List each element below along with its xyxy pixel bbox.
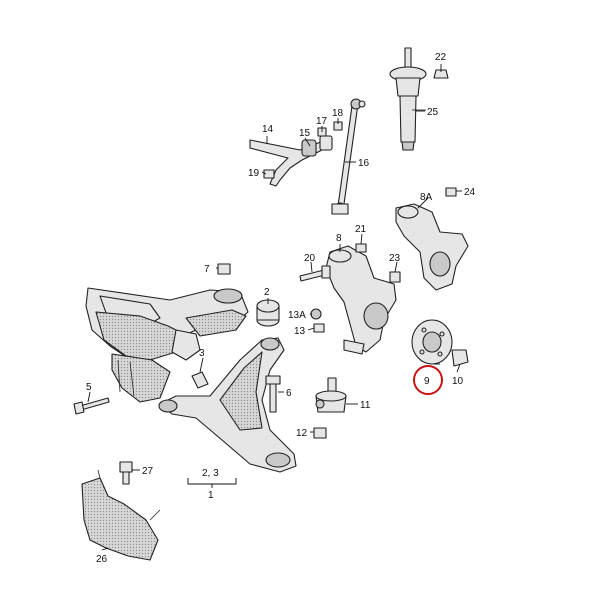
callout-16: 16	[358, 158, 370, 169]
nut-12	[313, 427, 327, 439]
control-arm	[158, 337, 297, 473]
callout-2: 2	[264, 287, 270, 298]
callout-11: 11	[360, 400, 371, 411]
callout-27: 27	[142, 466, 154, 477]
callout-7: 7	[204, 264, 210, 275]
top-mount-nut	[433, 69, 449, 79]
callout-2-3: 2, 3	[202, 468, 219, 479]
callout-23: 23	[389, 253, 401, 264]
highlight-circle	[413, 365, 443, 395]
callout-17: 17	[316, 116, 328, 127]
callout-8: 8	[336, 233, 342, 244]
callout-25: 25	[427, 107, 439, 118]
callout-labels: 22 25 14 15 17 18 16 19 8A 24 21 8 23 20…	[86, 52, 476, 565]
callout-24: 24	[464, 187, 476, 198]
ball-joint	[315, 377, 347, 413]
hub-nut	[451, 349, 469, 367]
callout-13A: 13A	[288, 310, 306, 321]
subframe	[85, 287, 249, 403]
bush-3	[191, 371, 209, 389]
nut-7	[217, 263, 231, 275]
callout-3: 3	[199, 348, 205, 359]
callout-10: 10	[452, 376, 464, 387]
callout-12: 12	[296, 428, 308, 439]
leader-lines	[87, 64, 462, 551]
callout-9: 9	[424, 376, 430, 387]
fasteners-upper	[299, 187, 457, 283]
callout-19: 19	[248, 168, 260, 179]
callout-8A: 8A	[420, 192, 433, 203]
coupling-rod	[331, 98, 366, 215]
callout-26: 26	[96, 554, 108, 565]
bolt-6	[265, 375, 281, 413]
callout-20: 20	[304, 253, 316, 264]
callout-5: 5	[86, 382, 92, 393]
bolt-27	[119, 461, 133, 485]
wheel-bearing-housing-8A	[395, 203, 469, 291]
bolt-5	[73, 397, 110, 415]
strut-assembly	[389, 47, 427, 151]
callout-15: 15	[299, 128, 311, 139]
callout-13: 13	[294, 326, 306, 337]
wheel-bearing-housing-8	[325, 245, 397, 355]
wheel-hub	[411, 319, 453, 365]
callout-21: 21	[355, 224, 367, 235]
callout-18: 18	[332, 108, 344, 119]
bushing-2	[256, 299, 280, 327]
callout-1: 1	[208, 490, 214, 501]
callout-6: 6	[286, 388, 292, 399]
callout-22: 22	[435, 52, 447, 63]
stabilizer-bar	[249, 135, 333, 187]
callout-14: 14	[262, 124, 274, 135]
noise-insulation-cover	[81, 469, 161, 561]
